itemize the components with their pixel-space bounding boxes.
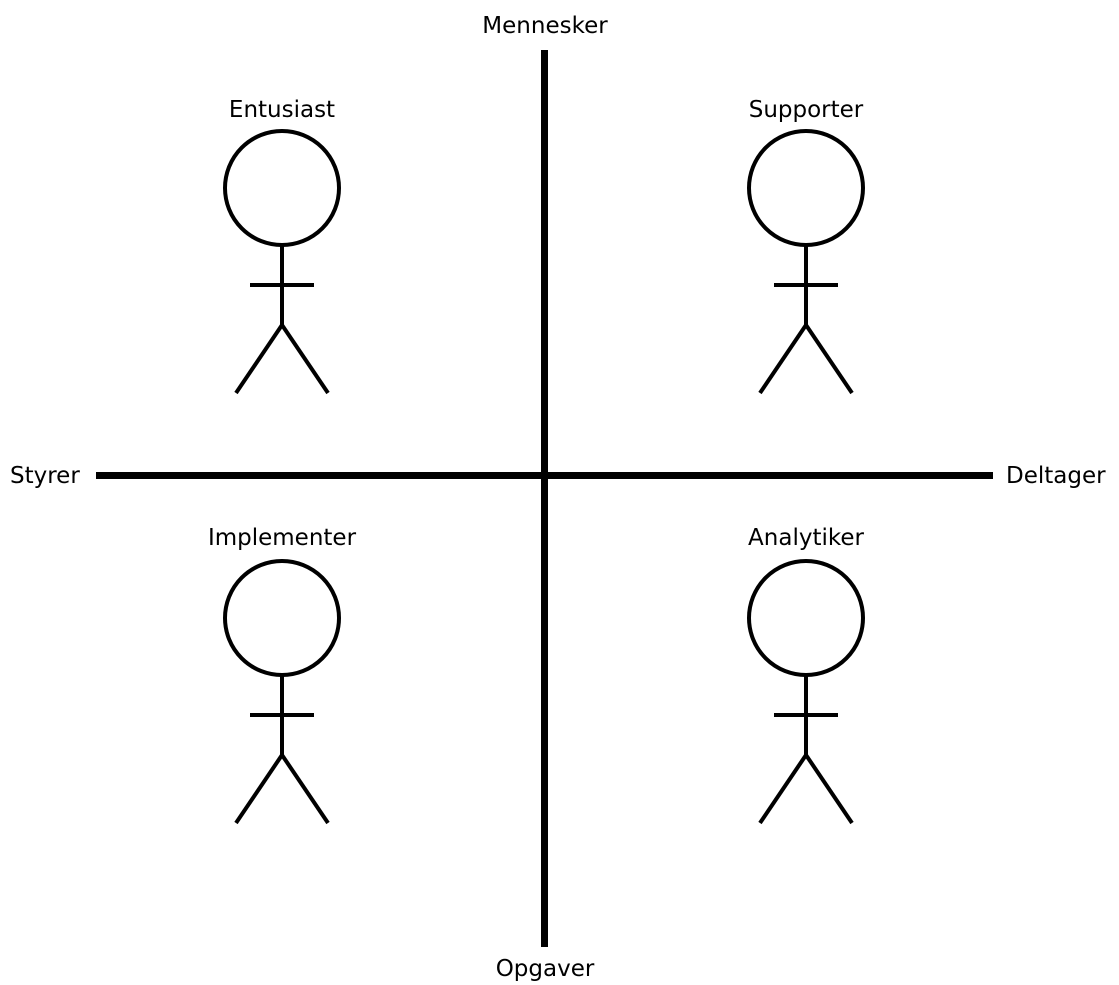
figure-leg-right bbox=[804, 323, 854, 395]
axis-label-left: Styrer bbox=[10, 463, 80, 489]
stick-figure-icon bbox=[747, 129, 865, 395]
figure-leg-right bbox=[280, 323, 330, 395]
horizontal-axis bbox=[96, 472, 993, 479]
figure-leg-left bbox=[234, 753, 284, 825]
figure-leg-right bbox=[280, 753, 330, 825]
figure-leg-right bbox=[804, 753, 854, 825]
stick-figure-icon bbox=[223, 129, 341, 395]
figure-head bbox=[223, 129, 341, 247]
axis-label-bottom: Opgaver bbox=[495, 956, 595, 982]
figure-leg-left bbox=[758, 753, 808, 825]
stick-figure-icon bbox=[223, 559, 341, 825]
quadrant-label-supporter: Supporter bbox=[748, 97, 864, 123]
quadrant-label-implementer: Implementer bbox=[207, 525, 357, 551]
figure-head bbox=[747, 129, 865, 247]
quadrant-label-entusiast: Entusiast bbox=[228, 97, 336, 123]
figure-head bbox=[747, 559, 865, 677]
quadrant-label-analytiker: Analytiker bbox=[748, 525, 864, 551]
figure-leg-left bbox=[234, 323, 284, 395]
stick-figure-icon bbox=[747, 559, 865, 825]
axis-label-top: Mennesker bbox=[482, 13, 608, 39]
figure-leg-left bbox=[758, 323, 808, 395]
axis-label-right: Deltager bbox=[1006, 463, 1106, 489]
figure-head bbox=[223, 559, 341, 677]
vertical-axis bbox=[541, 50, 548, 947]
